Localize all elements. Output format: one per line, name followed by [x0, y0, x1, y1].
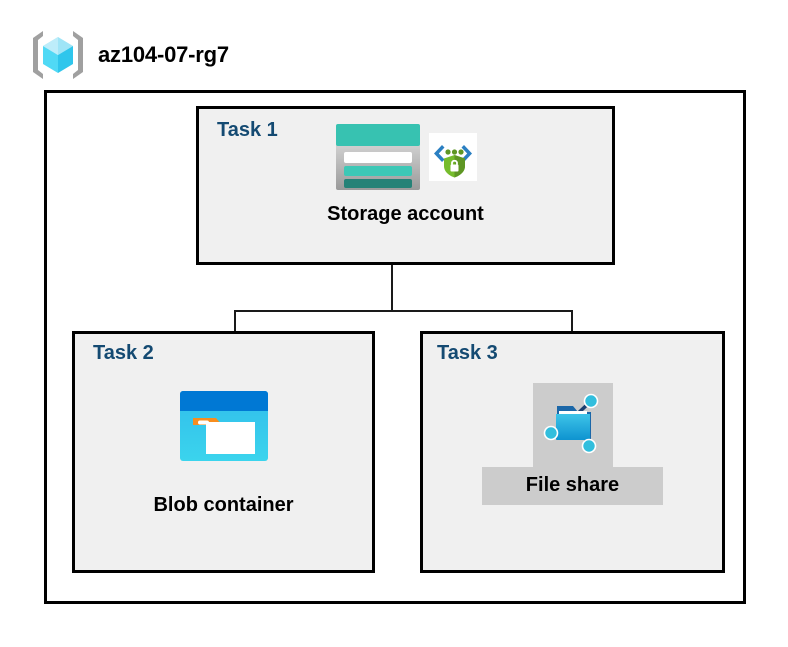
resource-group-cube-icon: [30, 28, 86, 82]
storage-account-icon: [334, 122, 422, 197]
file-share-icon: [543, 392, 603, 459]
blob-container-icon: [178, 389, 270, 468]
node-caption-storage-account: Storage account: [327, 203, 484, 225]
task-label-2: Task 2: [93, 342, 154, 364]
node-blob-container[interactable]: Blob container: [75, 389, 372, 517]
node-caption-blob-container: Blob container: [153, 494, 294, 516]
task-label-1: Task 1: [217, 119, 278, 141]
resource-group-name: az104-07-rg7: [98, 42, 229, 67]
task-box-1[interactable]: Task 1: [196, 106, 615, 265]
connector-horizontal-branch: [234, 310, 573, 312]
task-box-2[interactable]: Task 2: [72, 331, 375, 573]
file-share-icon-highlight: [532, 383, 613, 467]
node-storage-account[interactable]: Storage account: [199, 123, 612, 226]
connector-storage-trunk: [391, 226, 393, 312]
node-caption-file-share: File share: [481, 467, 664, 505]
task-label-3: Task 3: [437, 342, 498, 364]
storage-account-icon-group: [334, 123, 477, 195]
node-file-share[interactable]: File share: [423, 383, 722, 505]
security-shield-icon: [429, 132, 477, 186]
task-box-3[interactable]: Task 3: [420, 331, 725, 573]
resource-group-title-row: az104-07-rg7: [30, 27, 229, 83]
